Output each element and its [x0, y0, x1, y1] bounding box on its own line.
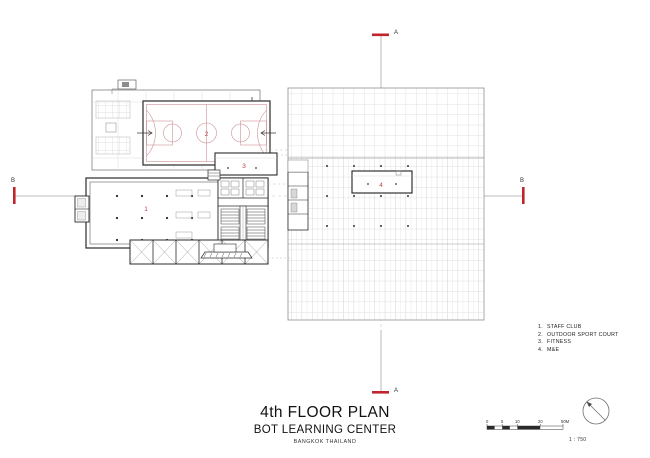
legend-label: STAFF CLUB: [547, 324, 582, 330]
tag-staff-club: 1: [144, 206, 148, 213]
legend-item: 4. M&E: [538, 347, 619, 355]
roof-equipment: [111, 79, 137, 94]
title-block: 4th FLOOR PLAN BOT LEARNING CENTER BANGK…: [0, 404, 650, 445]
legend-number: 3.: [538, 339, 543, 346]
outdoor-service-strip: [287, 159, 309, 231]
mne-room: [351, 170, 413, 194]
legend-item: 2. OUTDOOR SPORT COURT: [538, 332, 619, 340]
page-title: 4th FLOOR PLAN: [260, 404, 390, 421]
scale-bar: [486, 424, 564, 430]
legend-label: M&E: [547, 346, 560, 353]
project-name: BOT LEARNING CENTER: [253, 424, 397, 436]
section-label-b-left: B: [11, 178, 16, 184]
outdoor-sport-court-slab: [287, 87, 485, 321]
tag-outdoor-sport-court: 2: [205, 131, 209, 138]
terrace-strip: [129, 239, 290, 265]
scale-tick-end: 50M: [561, 419, 570, 424]
fitness-room: [214, 152, 288, 176]
legend-number: 4.: [538, 346, 543, 353]
legend-label: OUTDOOR SPORT COURT: [547, 331, 619, 338]
staff-club-building: [74, 169, 269, 249]
scale-tick-5: 5: [501, 419, 504, 424]
section-label-a-bottom: A: [394, 388, 399, 394]
lift-core: [74, 195, 90, 223]
scale-tick-10: 10: [515, 419, 520, 424]
legend-number: 1.: [538, 324, 543, 330]
legend-item: 3. FITNESS: [538, 339, 619, 347]
section-label-b-right: B: [520, 178, 525, 184]
legend-label: FITNESS: [547, 339, 572, 346]
legend-item: 1. STAFF CLUB: [538, 324, 619, 332]
stair-connector: [207, 169, 221, 181]
legend-number: 2.: [538, 331, 543, 338]
scale-ratio: 1 : 750: [569, 437, 587, 443]
north-arrow: [582, 397, 610, 425]
scale-bar-labels: 0 5 10 20 50M: [486, 419, 569, 426]
legend: 1. STAFF CLUB 2. OUTDOOR SPORT COURT 3. …: [538, 324, 619, 354]
tag-fitness: 3: [242, 163, 246, 170]
terrace-stair: [200, 243, 253, 259]
scale-tick-20: 20: [538, 419, 543, 424]
scale-tick-0: 0: [486, 419, 489, 424]
section-label-a-top: A: [394, 30, 399, 36]
tag-mne: 4: [379, 182, 383, 189]
project-location: BANGKOK THAILAND: [293, 439, 357, 445]
service-core: [217, 177, 269, 249]
bleacher-blocks: [95, 100, 131, 155]
